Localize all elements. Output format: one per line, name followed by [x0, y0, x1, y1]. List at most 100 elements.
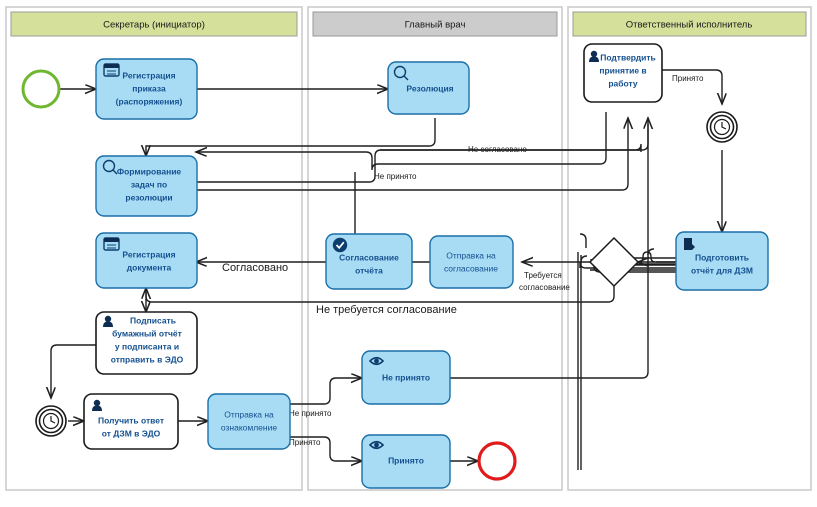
- task-confirm-acceptance-box: [583, 43, 663, 103]
- pool-secretary-header: [10, 11, 298, 37]
- start-event-circle: [21, 69, 61, 109]
- task-confirm-acceptance[interactable]: Подтвердить принятие в работу: [583, 43, 663, 103]
- label-approved: Согласовано: [222, 262, 288, 274]
- task-label-line1: Отправка на: [224, 409, 274, 419]
- task-label-line1: Не принято: [382, 372, 430, 382]
- pool-chief-doctor-header: [312, 11, 558, 37]
- task-label-line4: отправить в ЭДО: [111, 354, 184, 364]
- magnifier-icon: [102, 159, 118, 175]
- flow-confirm-to-form-tasks: [196, 112, 607, 171]
- task-label-line3: (распоряжения): [116, 96, 183, 106]
- clock-hands-icon: [50, 416, 56, 424]
- task-label-line2: задач по: [131, 179, 167, 189]
- label-not-accepted-review: Не принято: [289, 409, 332, 418]
- task-label-line1: Подготовить: [695, 252, 749, 262]
- task-label-line2: отчёта: [355, 265, 383, 275]
- task-register-document[interactable]: Регистрация документа: [95, 232, 198, 289]
- event-end[interactable]: [477, 441, 517, 481]
- task-label-line1: Принято: [388, 455, 424, 465]
- flow-send-review-to-accepted: [290, 436, 362, 461]
- task-label-line1: Регистрация: [122, 70, 175, 80]
- pool-executor-header: [572, 11, 807, 37]
- task-prepare-report-dzm[interactable]: Подготовить отчёт для ДЗМ: [675, 231, 769, 291]
- task-label-line1: Подтвердить: [600, 52, 656, 62]
- task-label-line2: принятие в: [599, 65, 646, 75]
- label-not-accepted-top: Не принято: [374, 172, 417, 181]
- task-label-line2: бумажный отчёт: [112, 328, 182, 338]
- task-form-tasks-box: [95, 155, 198, 217]
- user-icon: [103, 315, 113, 327]
- task-label-line1: Отправка на: [446, 250, 496, 260]
- eye-icon: [368, 440, 385, 450]
- task-label-line3: работу: [608, 78, 638, 88]
- clock-face: [42, 412, 60, 430]
- task-accepted-box: [361, 434, 451, 489]
- task-registration-order-box: [95, 58, 198, 120]
- task-accepted[interactable]: Принято: [361, 434, 451, 489]
- task-send-for-review-box: [207, 393, 291, 450]
- clock-face: [713, 118, 731, 136]
- flow-form-tasks-to-confirm: [196, 118, 628, 191]
- flow-enter-prepare-left: [579, 261, 676, 269]
- magnifier-icon: [393, 65, 409, 81]
- task-label-line1: Регистрация: [122, 249, 175, 259]
- flow-confirm-to-timer-executor: [662, 69, 722, 104]
- event-start[interactable]: [21, 69, 61, 109]
- task-approve-report-box: [325, 233, 413, 290]
- task-sign-paper-report[interactable]: Подписать бумажный отчёт у подписанта и …: [95, 311, 198, 375]
- task-label-line2: отчёт для ДЗМ: [691, 265, 753, 275]
- flow-send-review-to-not-accepted: [290, 378, 362, 405]
- task-label-line3: у подписанта и: [115, 341, 179, 351]
- task-send-for-approval[interactable]: Отправка на согласование: [429, 235, 514, 289]
- pool-executor-title: Ответственный исполнитель: [626, 20, 753, 31]
- sequence-flows: [51, 69, 722, 470]
- label-approval-required-line2: согласование: [519, 283, 570, 292]
- event-timer-secretary[interactable]: [35, 405, 67, 437]
- task-label-line2: приказа: [132, 83, 166, 93]
- task-get-answer-dzm[interactable]: Получить ответ от ДЗМ в ЭДО: [83, 393, 179, 450]
- clock-hands-icon: [721, 122, 727, 130]
- script-icon: [684, 238, 695, 250]
- task-label-line2: согласование: [444, 263, 498, 273]
- task-send-for-approval-box: [429, 235, 514, 289]
- task-form-tasks[interactable]: Формирование задач по резолюции: [95, 155, 198, 217]
- gateway-approval-required[interactable]: [588, 236, 640, 288]
- task-send-for-review[interactable]: Отправка на ознакомление: [207, 393, 291, 450]
- task-label-line1: Согласование: [339, 252, 399, 262]
- end-event-circle: [477, 441, 517, 481]
- task-label-line1: Подписать: [130, 315, 176, 325]
- task-label-line1: Резолюция: [406, 83, 453, 93]
- task-label-line1: Формирование: [117, 166, 182, 176]
- check-icon: [332, 237, 348, 253]
- label-accepted-review: Принято: [289, 438, 321, 447]
- task-label-line3: резолюции: [125, 192, 172, 202]
- flow-rail-stub: [579, 233, 587, 248]
- task-resolution[interactable]: Резолюция: [387, 61, 470, 115]
- task-prepare-report-dzm-box: [675, 231, 769, 291]
- task-approve-report[interactable]: Согласование отчёта: [325, 233, 413, 290]
- pool-secretary-title: Секретарь (инициатор): [103, 20, 205, 31]
- flow-sign-to-timer: [51, 344, 96, 398]
- task-label-line1: Получить ответ: [98, 415, 164, 425]
- user-icon: [589, 50, 599, 62]
- task-not-accepted-box: [361, 350, 451, 405]
- task-register-document-box: [95, 232, 198, 289]
- flow-hop-mark: [647, 248, 655, 256]
- flow-resolution-to-form-tasks: [146, 118, 436, 156]
- form-icon: [103, 63, 120, 77]
- flow-not-approved-to-form-tasks: [196, 124, 649, 183]
- label-not-approved: Не согласовано: [468, 145, 527, 154]
- label-no-approval-required: Не требуется согласование: [316, 304, 457, 316]
- task-not-accepted[interactable]: Не принято: [361, 350, 451, 405]
- task-label-line2: документа: [127, 262, 172, 272]
- task-resolution-box: [387, 61, 470, 115]
- task-sign-paper-report-box: [95, 311, 198, 375]
- label-accepted-executor: Принято: [672, 74, 704, 83]
- task-registration-order[interactable]: Регистрация приказа (распоряжения): [95, 58, 198, 120]
- gateway-diamond: [588, 236, 640, 288]
- event-timer-executor[interactable]: [706, 111, 738, 143]
- flow-executor-hop: [580, 255, 588, 263]
- flow-not-accepted-back-to-confirm: [450, 118, 648, 379]
